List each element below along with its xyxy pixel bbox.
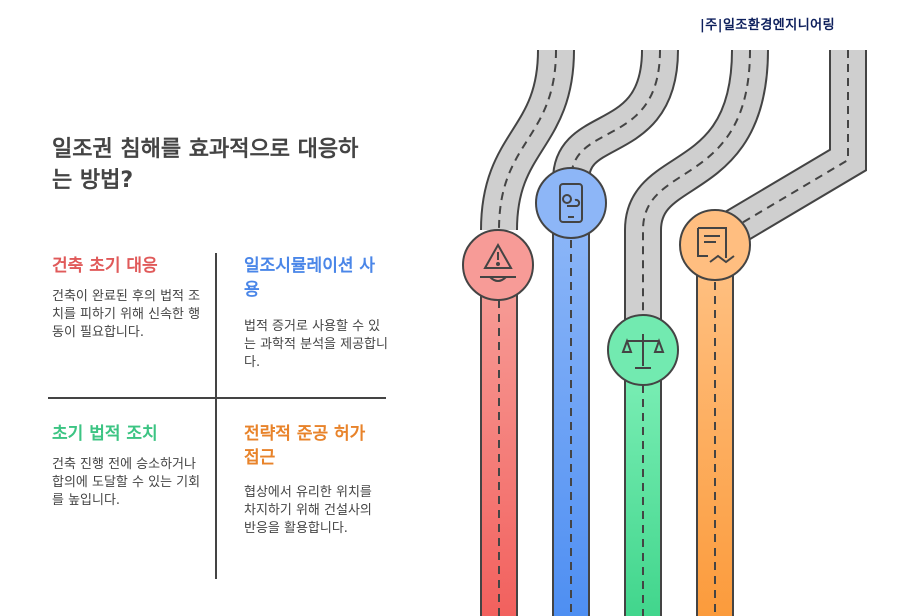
section-heading: 건축 초기 대응: [52, 256, 158, 276]
section-simulation: 일조시뮬레이션 사용 법적 증거로 사용할 수 있는 과학적 분석을 제공합니다…: [244, 254, 389, 372]
page-title: 일조권 침해를 효과적으로 대응하는 방법?: [52, 137, 359, 193]
section-body: 법적 증거로 사용할 수 있는 과학적 분석을 제공합니다.: [244, 319, 388, 370]
company-name: |주|일조환경엔지니어링: [700, 18, 836, 33]
section-heading: 초기 법적 조치: [52, 424, 158, 444]
section-heading: 전략적 준공 허가 접근: [244, 424, 366, 468]
phone-weather-icon: [535, 167, 607, 239]
divider-horizontal: [48, 397, 386, 399]
section-legal-action: 초기 법적 조치 건축 진행 전에 승소하거나 합의에 도달할 수 있는 기회를…: [52, 422, 202, 510]
divider-vertical: [215, 253, 217, 579]
warning-icon: [462, 229, 534, 301]
section-strategic-approval: 전략적 준공 허가 접근 협상에서 유리한 위치를 차지하기 위해 건설사의 반…: [244, 422, 384, 538]
section-body: 건축 진행 전에 승소하거나 합의에 도달할 수 있는 기회를 높입니다.: [52, 457, 201, 508]
road-2: [552, 49, 679, 616]
scales-icon: [607, 314, 679, 386]
section-body: 협상에서 유리한 위치를 차지하기 위해 건설사의 반응을 활용합니다.: [244, 485, 372, 536]
contract-handshake-icon: [679, 209, 751, 281]
section-body: 건축이 완료된 후의 법적 조치를 피하기 위해 신속한 행동이 필요합니다.: [52, 289, 201, 340]
section-early-response: 건축 초기 대응 건축이 완료된 후의 법적 조치를 피하기 위해 신속한 행동…: [52, 254, 202, 342]
road-3: [624, 49, 769, 616]
road-1: [480, 49, 575, 616]
road-4: [696, 50, 867, 616]
section-heading: 일조시뮬레이션 사용: [244, 256, 376, 300]
